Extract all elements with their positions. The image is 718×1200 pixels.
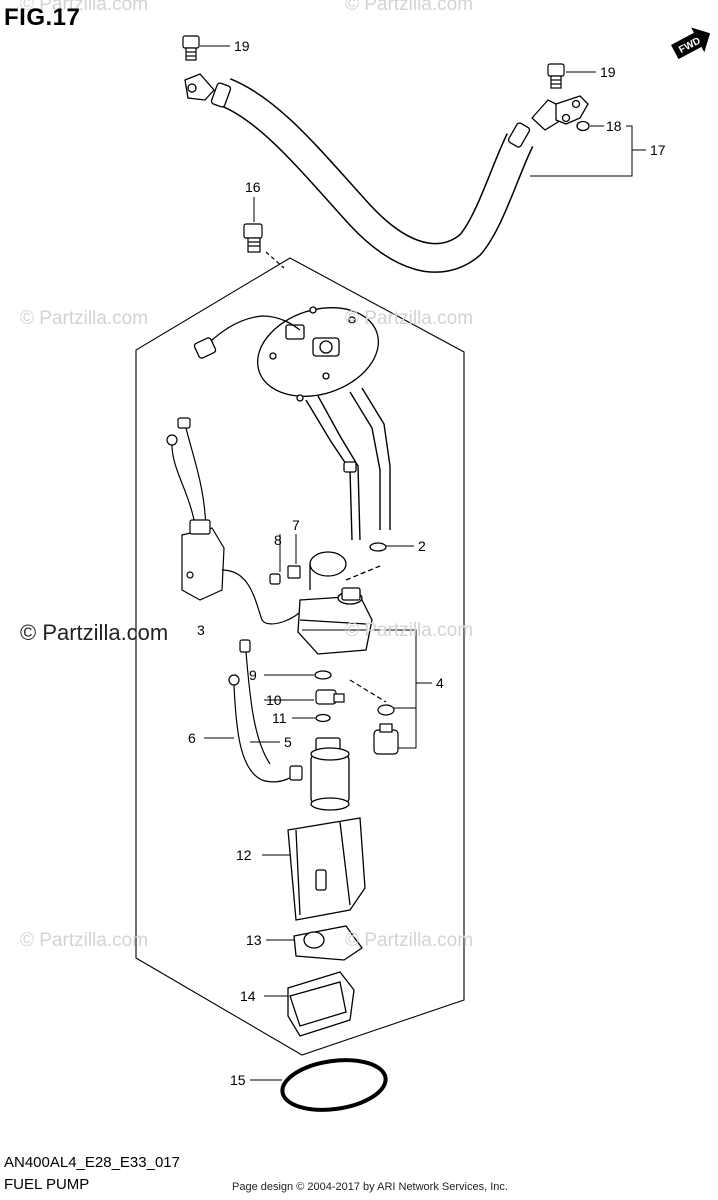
callout-15: 15 [230, 1072, 246, 1088]
callout-17: 17 [650, 142, 666, 158]
callout-9: 9 [249, 667, 257, 683]
watermark: © Partzilla.com [20, 930, 149, 951]
callout-2: 2 [418, 538, 426, 554]
fwd-arrow-icon: FWD [671, 27, 711, 60]
o-ring-9 [314, 670, 332, 680]
section-name: FUEL PUMP [4, 1176, 90, 1193]
regulator-parts [349, 679, 399, 755]
callout-10: 10 [266, 692, 282, 708]
callout-4: 4 [436, 675, 444, 691]
gasket-15-inner [285, 1062, 383, 1108]
watermark: © Partzilla.com [345, 308, 474, 329]
fuel-hose-assembly [184, 73, 589, 273]
callout-12: 12 [236, 847, 252, 863]
callout-13: 13 [246, 932, 262, 948]
pump-flange-plate [193, 306, 391, 541]
cover-14 [287, 971, 355, 1037]
nut-7 [287, 565, 301, 579]
callout-18: 18 [606, 118, 622, 134]
o-ring-11 [315, 713, 331, 723]
wire-harness [228, 639, 303, 783]
callout-labels: 19 19 18 17 16 2 3 4 5 6 7 8 9 10 11 12 … [188, 38, 666, 1088]
callout-11: 11 [272, 710, 287, 726]
bolt-16 [243, 223, 285, 269]
callout-19-left: 19 [234, 38, 250, 54]
callout-8: 8 [274, 532, 282, 548]
watermark: © Partzilla.com [20, 308, 149, 329]
watermark: © Partzilla.com [345, 0, 474, 15]
assembly-boundary [135, 257, 465, 1056]
joint-10 [315, 689, 345, 705]
copyright-notice: Page design © 2004-2017 by ARI Network S… [232, 1181, 508, 1193]
pump-housing-4 [297, 551, 381, 655]
figure-title: FIG.17 [4, 4, 81, 31]
washer-2 [369, 542, 387, 552]
callout-19-right: 19 [600, 64, 616, 80]
leader-lines [200, 45, 646, 1081]
bolt-8 [269, 573, 281, 585]
o-ring-18 [576, 120, 590, 132]
callout-14: 14 [240, 988, 256, 1004]
callout-16: 16 [245, 179, 261, 195]
callout-5: 5 [284, 734, 292, 750]
callout-6: 6 [188, 730, 196, 746]
watermark: © Partzilla.com [345, 620, 474, 641]
filter-13 [293, 925, 363, 961]
callout-3: 3 [197, 622, 205, 638]
filter-case-12 [287, 817, 366, 921]
bolt-19-left [182, 35, 200, 61]
fuel-pump-motor [310, 737, 350, 811]
watermark-strong: © Partzilla.com [20, 620, 169, 645]
gasket-15 [280, 1058, 388, 1112]
watermark: © Partzilla.com [20, 0, 149, 15]
model-code: AN400AL4_E28_E33_017 [4, 1154, 180, 1171]
watermark: © Partzilla.com [345, 930, 474, 951]
fuel-sender-unit [166, 417, 311, 625]
bolt-19-right [547, 63, 565, 89]
callout-7: 7 [292, 517, 300, 533]
